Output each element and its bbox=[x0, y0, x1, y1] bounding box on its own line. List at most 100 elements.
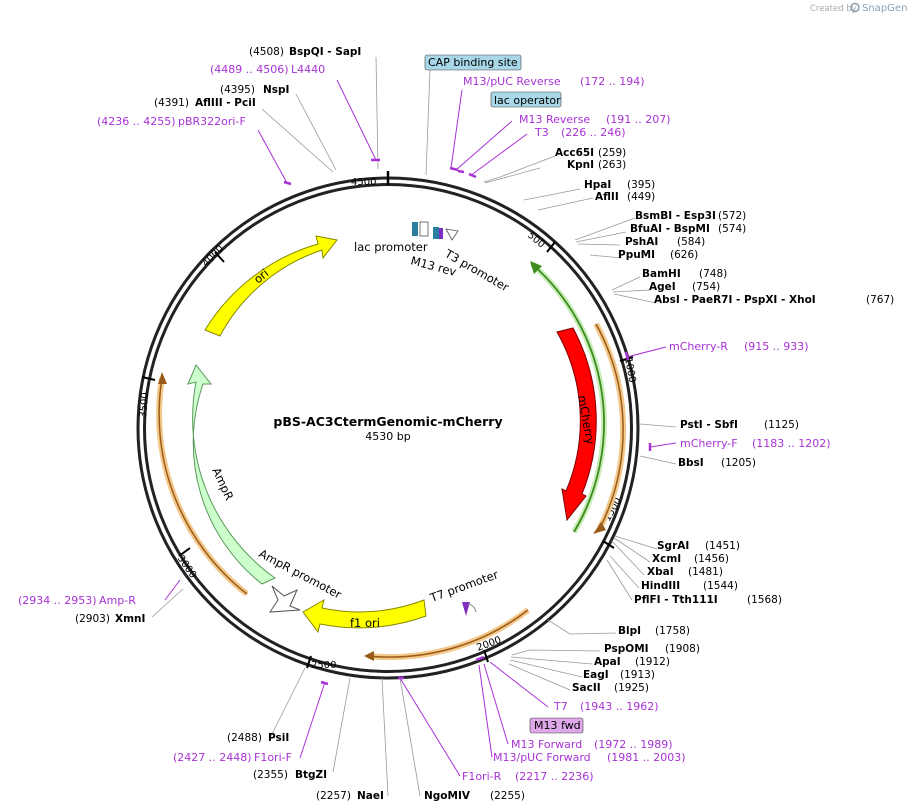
tick-label: 2500 bbox=[311, 660, 336, 671]
primer-leader-lines bbox=[164, 79, 677, 777]
enzyme-position: (748) bbox=[699, 268, 727, 280]
enzyme-label[interactable]: BspQI - SapI bbox=[289, 46, 361, 58]
enzyme-label[interactable]: NspI bbox=[263, 84, 289, 96]
arc-arrowhead bbox=[364, 651, 374, 661]
primer-label[interactable]: mCherry-F bbox=[680, 437, 738, 450]
enzyme-label[interactable]: NgoMIV bbox=[424, 790, 471, 802]
lac-operator-box[interactable] bbox=[490, 91, 562, 108]
enzyme-label[interactable]: BbsI bbox=[678, 457, 704, 469]
lac-promoter-block[interactable] bbox=[419, 221, 429, 237]
ampr-primer-arc bbox=[158, 377, 248, 595]
primer-label[interactable]: F1ori-F bbox=[254, 751, 292, 764]
enzyme-label[interactable]: ApaI bbox=[594, 656, 621, 668]
primer-marker[interactable] bbox=[449, 166, 459, 172]
ampr-feature[interactable] bbox=[187, 364, 276, 585]
enzyme-position: (395) bbox=[627, 179, 655, 191]
enzyme-position: (259) bbox=[598, 147, 626, 159]
enzyme-position: (574) bbox=[718, 223, 746, 235]
enzyme-label[interactable]: PspOMI bbox=[604, 643, 649, 655]
enzyme-label[interactable]: BfuAI - BspMI bbox=[630, 223, 710, 235]
enzyme-label[interactable]: KpnI bbox=[567, 159, 594, 171]
enzyme-label[interactable]: PpuMI bbox=[618, 249, 655, 261]
enzyme-label[interactable]: HpaI bbox=[584, 179, 611, 191]
ampr-promoter-arrow[interactable] bbox=[269, 585, 301, 613]
arc-arrowhead bbox=[530, 261, 542, 274]
enzyme-label[interactable]: PsiI bbox=[268, 732, 289, 744]
primer-label[interactable]: T3 bbox=[534, 126, 549, 139]
mcherry-orf-arc bbox=[531, 263, 605, 533]
primer-marker[interactable] bbox=[457, 169, 465, 174]
credit-brand: SnapGene bbox=[862, 3, 908, 14]
right-enzyme-labels: Acc65I (259) KpnI (263) HpaI (395) AflII… bbox=[555, 147, 894, 694]
enzyme-label[interactable]: PflFI - Tth111I bbox=[634, 594, 718, 606]
enzyme-position: (4391) bbox=[154, 97, 189, 109]
enzyme-label[interactable]: XmnI bbox=[115, 613, 145, 625]
enzyme-label[interactable]: BsmBI - Esp3I bbox=[635, 210, 716, 222]
lac-operator-block[interactable] bbox=[412, 222, 418, 236]
enzyme-label[interactable]: AbsI - PaeR7I - PspXI - XhoI bbox=[654, 294, 816, 306]
primer-label[interactable]: M13/pUC Reverse bbox=[463, 75, 561, 88]
enzyme-label[interactable]: AflII bbox=[595, 191, 619, 203]
t3-promoter-arrow[interactable] bbox=[445, 228, 459, 241]
enzyme-position: (1912) bbox=[635, 656, 670, 668]
enzyme-label[interactable]: NaeI bbox=[357, 790, 384, 802]
tick-label: 3000 bbox=[175, 553, 199, 580]
primer-marker[interactable] bbox=[624, 351, 630, 361]
primer-marker[interactable] bbox=[468, 172, 477, 179]
enzyme-label[interactable]: BlpI bbox=[618, 625, 641, 637]
enzyme-position: (767) bbox=[866, 294, 894, 306]
enzyme-position: (1568) bbox=[747, 594, 782, 606]
primer-label[interactable]: M13 Reverse bbox=[519, 113, 590, 126]
primer-range: (915 .. 933) bbox=[744, 340, 809, 353]
enzyme-label[interactable]: BtgZI bbox=[295, 769, 327, 781]
primer-label[interactable]: mCherry-R bbox=[669, 340, 728, 353]
enzyme-label[interactable]: PshAI bbox=[625, 236, 658, 248]
enzyme-label[interactable]: SacII bbox=[572, 682, 601, 694]
primer-marker[interactable] bbox=[320, 680, 329, 686]
t7-promoter-label: T7 promoter bbox=[427, 567, 500, 605]
enzyme-position: (1125) bbox=[764, 419, 799, 431]
enzyme-label[interactable]: XbaI bbox=[647, 566, 674, 578]
enzyme-position: (2257) bbox=[316, 790, 351, 802]
enzyme-position: (754) bbox=[692, 281, 720, 293]
primer-label[interactable]: L4440 bbox=[291, 63, 325, 76]
enzyme-position: (572) bbox=[718, 210, 746, 222]
tick-label: 1000 bbox=[622, 357, 637, 384]
primer-label[interactable]: pBR322ori-F bbox=[178, 115, 246, 128]
enzyme-label[interactable]: PstI - SbfI bbox=[680, 419, 738, 431]
primer-marker[interactable] bbox=[283, 180, 292, 186]
enzyme-position: (1451) bbox=[705, 540, 740, 552]
mcherry-feature[interactable] bbox=[556, 327, 597, 522]
arc-arrowhead bbox=[158, 372, 167, 384]
m13-fwd-box[interactable] bbox=[529, 717, 584, 734]
primer-label[interactable]: T7 bbox=[553, 700, 568, 713]
cap-site-block[interactable] bbox=[433, 227, 439, 239]
lac-promoter-label: lac promoter bbox=[354, 240, 428, 254]
m13-rev-block[interactable] bbox=[439, 228, 443, 239]
enzyme-label[interactable]: HindIII bbox=[641, 580, 680, 592]
enzyme-label[interactable]: BamHI bbox=[642, 268, 681, 280]
primer-label[interactable]: M13 Forward bbox=[511, 738, 582, 751]
tick-group bbox=[141, 171, 634, 669]
enzyme-label[interactable]: SgrAI bbox=[657, 540, 689, 552]
plasmid-length: 4530 bp bbox=[365, 430, 410, 443]
enzyme-label[interactable]: AflIII - PciI bbox=[195, 97, 256, 109]
cap-binding-site-box[interactable] bbox=[424, 54, 522, 71]
ori-feature[interactable] bbox=[204, 235, 338, 337]
primer-label[interactable]: M13/pUC Forward bbox=[493, 751, 591, 764]
primer-range: (2427 .. 2448) bbox=[173, 751, 252, 764]
enzyme-label[interactable]: Acc65I bbox=[555, 147, 594, 159]
enzyme-label[interactable]: AgeI bbox=[649, 281, 676, 293]
left-enzyme-labels: (4508) BspQI - SapI (4395) NspI (4391) A… bbox=[75, 46, 525, 802]
enzyme-label[interactable]: EagI bbox=[583, 669, 609, 681]
tick-mark bbox=[602, 540, 615, 549]
tick-label: 4500 bbox=[351, 177, 376, 188]
primer-marker[interactable] bbox=[475, 655, 485, 662]
f1-ori-feature[interactable] bbox=[302, 598, 427, 634]
enzyme-position: (1913) bbox=[620, 669, 655, 681]
ampr-label: AmpR bbox=[209, 465, 236, 502]
primer-label[interactable]: F1ori-R bbox=[462, 770, 502, 783]
primer-label[interactable]: Amp-R bbox=[99, 594, 136, 607]
enzyme-label[interactable]: XcmI bbox=[652, 553, 681, 565]
